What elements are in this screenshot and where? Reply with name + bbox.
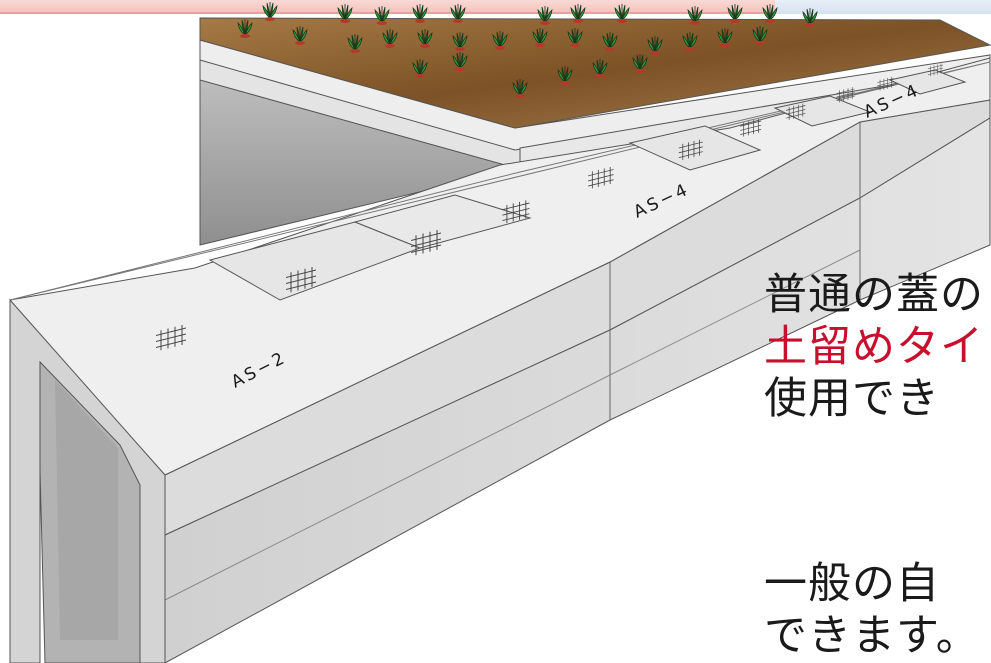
plant-icon <box>452 32 468 51</box>
plant-icon <box>647 36 663 55</box>
plant-icon <box>602 32 618 51</box>
grate-marks <box>156 63 943 351</box>
soil-surface <box>199 17 991 129</box>
plant-icon <box>532 28 548 47</box>
grate-mark <box>877 76 894 91</box>
plant-icon <box>374 6 390 25</box>
plant-icon <box>687 6 703 25</box>
plant-icon <box>450 4 466 23</box>
grate-mark <box>785 103 806 121</box>
plant-icon <box>337 4 353 23</box>
plants <box>237 2 818 98</box>
plant-icon <box>614 4 630 23</box>
grate-mark <box>588 166 614 189</box>
plant-icon <box>570 4 586 23</box>
plant-icon <box>592 59 608 78</box>
plant-icon <box>537 6 553 25</box>
cover-slab <box>9 57 991 476</box>
grate-mark <box>286 266 316 293</box>
plant-icon <box>412 4 428 23</box>
plant-icon <box>557 66 573 85</box>
grate-mark <box>156 324 186 351</box>
grate-mark <box>411 229 441 256</box>
channel-side-wall <box>164 99 991 663</box>
plant-icon <box>452 52 468 71</box>
plant-icon <box>292 26 308 45</box>
grate-mark <box>740 118 762 137</box>
plant-icon <box>632 54 648 73</box>
grate-mark <box>678 139 703 160</box>
channel-end-face <box>9 298 166 663</box>
plant-icon <box>492 31 508 50</box>
plant-icon <box>512 79 528 98</box>
plant-icon <box>752 26 768 45</box>
plant-icon <box>347 34 363 53</box>
plant-icon <box>382 29 398 48</box>
plant-icon <box>802 8 818 27</box>
plant-icon <box>727 4 743 23</box>
grate-mark <box>502 200 530 224</box>
caption-line-2: 土留めタイ <box>764 322 984 372</box>
plant-icon <box>717 28 733 47</box>
grate-mark <box>836 87 855 103</box>
plant-icon <box>417 29 433 48</box>
plant-icon <box>567 28 583 47</box>
grate-mark <box>928 63 943 77</box>
plant-icon <box>762 4 778 23</box>
plant-icon <box>237 19 253 38</box>
plant-icon <box>262 2 278 21</box>
caption-line-5: できます。 <box>764 611 980 661</box>
plant-icon <box>682 32 698 51</box>
caption-line-3: 使用でき <box>764 374 940 424</box>
caption-line-4: 一般の自 <box>764 559 940 609</box>
plant-icon <box>412 59 428 78</box>
caption-line-1: 普通の蓋の <box>764 270 984 320</box>
